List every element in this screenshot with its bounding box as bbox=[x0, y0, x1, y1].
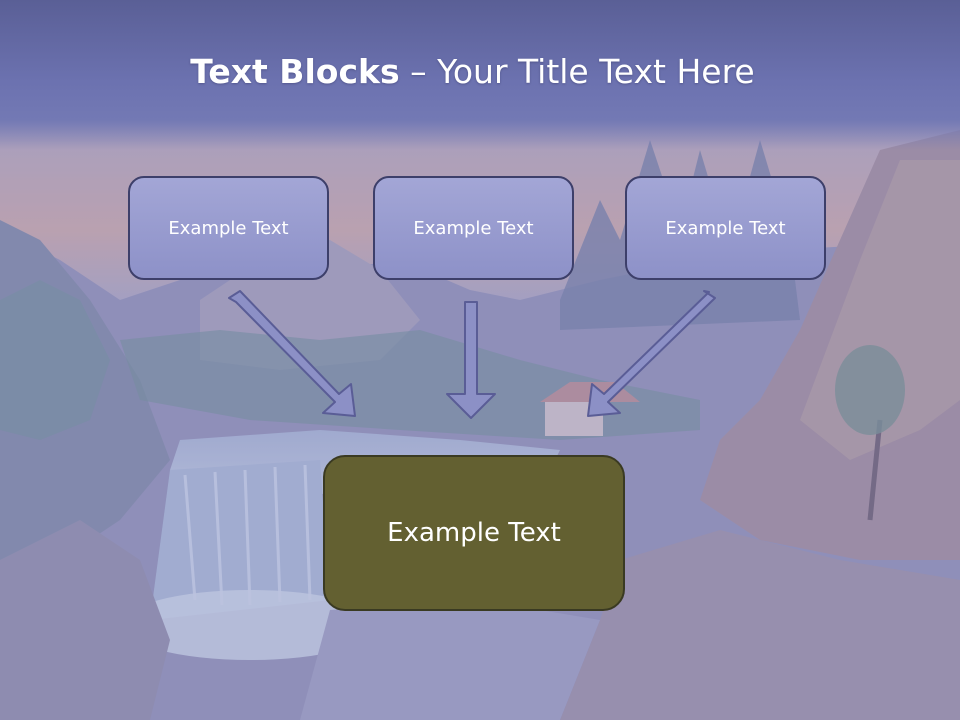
text-block-2[interactable]: Example Text bbox=[373, 176, 574, 280]
target-text-block[interactable]: Example Text bbox=[323, 455, 625, 611]
title-rest: Your Title Text Here bbox=[437, 52, 755, 91]
slide-title: Text Blocks – Your Title Text Here bbox=[0, 52, 945, 91]
arrow-center bbox=[446, 301, 496, 419]
text-block-1-label: Example Text bbox=[168, 217, 289, 239]
text-block-3[interactable]: Example Text bbox=[625, 176, 826, 280]
arrow-left bbox=[228, 290, 356, 417]
text-block-3-label: Example Text bbox=[665, 217, 786, 239]
target-text-block-label: Example Text bbox=[387, 518, 561, 548]
title-band bbox=[0, 0, 960, 150]
title-dash: – bbox=[399, 52, 438, 91]
text-block-2-label: Example Text bbox=[413, 217, 534, 239]
arrow-right bbox=[587, 290, 716, 417]
title-bold-part: Text Blocks bbox=[190, 52, 400, 91]
text-block-1[interactable]: Example Text bbox=[128, 176, 329, 280]
